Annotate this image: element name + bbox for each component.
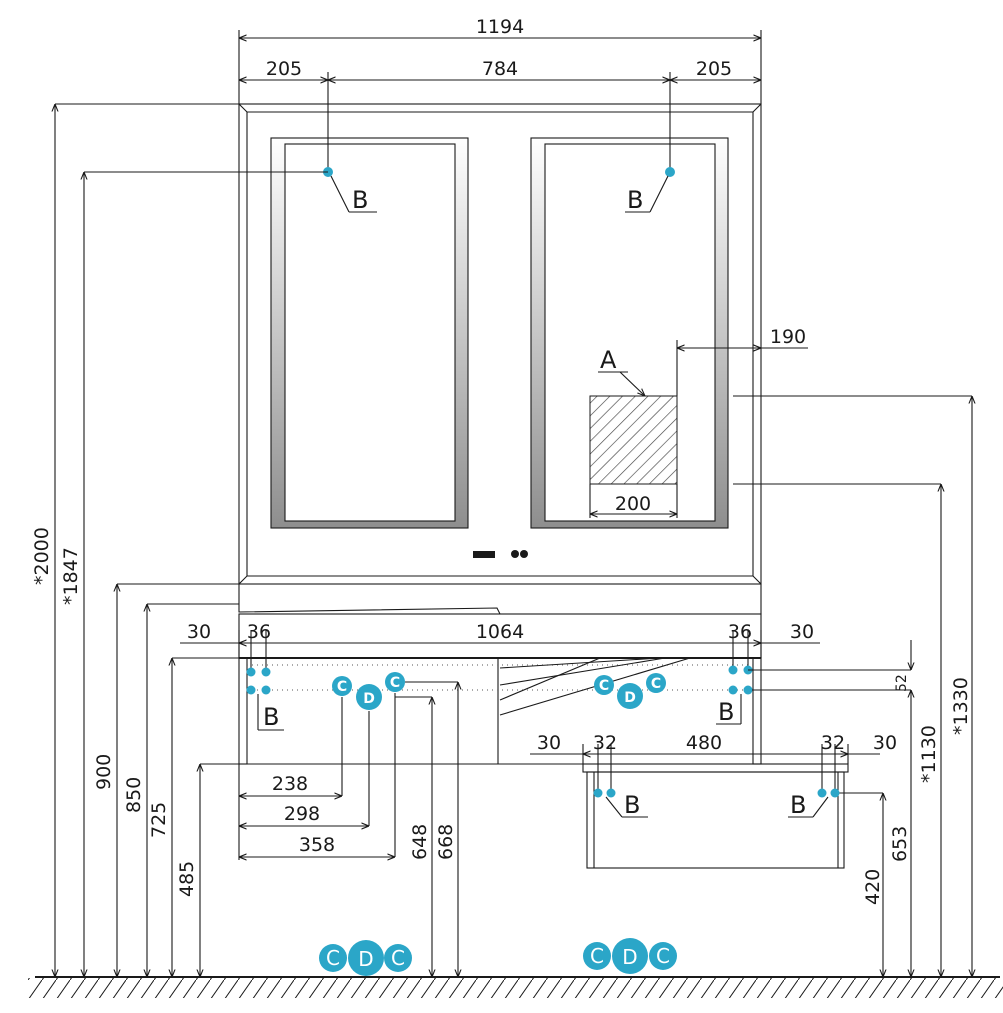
dim-358: 358 [299, 834, 335, 856]
dim-36-right: 36 [728, 621, 752, 643]
dim-2000: *2000 [31, 527, 53, 585]
dim-648: 648 [409, 824, 431, 860]
floor [28, 976, 1003, 998]
vanity-right-cdc-badges: C D C [594, 673, 666, 709]
floor-right-cdc-badges: C D C [583, 938, 677, 974]
label-b: B [352, 186, 368, 214]
vanity-width-dimensions: 30 36 1064 36 30 [180, 621, 820, 672]
dim-485: 485 [176, 861, 198, 897]
dim-298: 298 [284, 803, 320, 825]
mirror-mounting-points: B B [323, 167, 675, 214]
vanity-cdc-dimensions: 238 298 358 648 668 [238, 681, 458, 977]
svg-text:C: C [651, 676, 661, 692]
label-b: B [263, 703, 279, 731]
side-cabinet [582, 763, 849, 869]
svg-text:C: C [599, 678, 609, 694]
hatched-zone-a [589, 395, 678, 485]
dim-480: 480 [686, 732, 722, 754]
dim-420: 420 [862, 869, 884, 905]
dim-205-right: 205 [696, 58, 732, 80]
dim-36-left: 36 [247, 621, 271, 643]
label-a: A [600, 346, 617, 374]
dim-30-left: 30 [187, 621, 211, 643]
mirror-cabinet [238, 103, 762, 585]
right-height-dimensions: *1330 *1130 52 653 420 [733, 395, 972, 977]
dim-653: 653 [889, 826, 911, 862]
dim-32-sc-right: 32 [821, 732, 845, 754]
dim-238: 238 [272, 773, 308, 795]
side-cabinet-width-dimensions: 30 32 480 32 30 [530, 732, 897, 793]
svg-text:D: D [622, 945, 637, 969]
svg-text:D: D [363, 691, 375, 707]
svg-text:C: C [390, 675, 400, 691]
svg-text:C: C [590, 944, 604, 968]
svg-text:D: D [358, 947, 373, 971]
top-dimensions: 1194 205 784 205 [238, 16, 762, 172]
dim-900: 900 [93, 754, 115, 790]
vanity-left-cdc-badges: C D C [332, 672, 405, 710]
svg-text:C: C [391, 946, 405, 970]
label-b: B [790, 791, 806, 819]
dim-1194: 1194 [476, 16, 524, 38]
floor-left-cdc-badges: C D C [319, 940, 412, 976]
dim-784: 784 [482, 58, 518, 80]
side-cabinet-mounting-points: B B [593, 788, 840, 819]
dim-1130: *1130 [918, 725, 940, 783]
vanity-cabinet [238, 584, 762, 765]
dim-725: 725 [148, 802, 170, 838]
dim-30-right: 30 [790, 621, 814, 643]
svg-text:C: C [326, 946, 340, 970]
dim-668: 668 [435, 824, 457, 860]
control-panel-icon [473, 550, 528, 558]
label-b: B [624, 791, 640, 819]
dim-200: 200 [615, 493, 651, 515]
left-height-dimensions: *2000 *1847 900 850 725 485 [31, 103, 328, 977]
dim-1330: *1330 [950, 677, 972, 735]
svg-text:C: C [337, 679, 347, 695]
dim-30-sc-right: 30 [873, 732, 897, 754]
label-b: B [718, 698, 734, 726]
dim-205-left: 205 [266, 58, 302, 80]
dim-1064: 1064 [476, 621, 524, 643]
dim-190: 190 [770, 326, 806, 348]
mount-point-dot [665, 167, 675, 177]
dim-850: 850 [123, 777, 145, 813]
vanity-mounting-points: B B [246, 665, 753, 731]
svg-text:D: D [624, 690, 636, 706]
svg-text:C: C [656, 944, 670, 968]
dim-52: 52 [894, 674, 910, 692]
dim-1847: *1847 [60, 547, 82, 605]
dim-30-sc-left: 30 [537, 732, 561, 754]
label-b: B [627, 186, 643, 214]
dim-32-sc-left: 32 [593, 732, 617, 754]
zone-a-dimensions: A 200 190 [589, 326, 808, 518]
